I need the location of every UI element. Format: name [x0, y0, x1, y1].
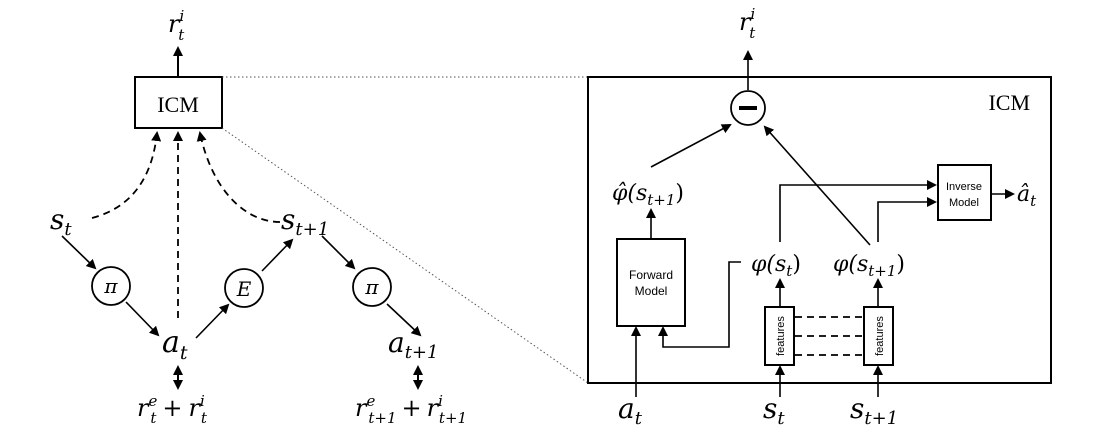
action-t1-label: at+1 [388, 326, 438, 363]
feature-st1-label: φ(st+1) [833, 252, 905, 280]
forward-model-label-2: Model [635, 284, 668, 298]
policy-node-1 [91, 266, 131, 306]
arrow-st-to-policy [61, 235, 97, 270]
state-t1-label: st+1 [281, 203, 329, 240]
arrow-phi-st-to-inverse [779, 180, 937, 242]
features-label-1: features [775, 316, 787, 356]
input-state-t-label: st [763, 392, 785, 429]
icm-box-label: ICM [157, 92, 199, 117]
arrow-phi-st-to-forward [658, 261, 741, 348]
arrow-env-to-st1 [261, 238, 294, 272]
icm-detail-title: ICM [988, 90, 1030, 115]
dashed-arrow-st1-to-icm [196, 131, 281, 223]
state-t-label: st [50, 203, 72, 240]
policy-symbol-1: π [103, 274, 118, 298]
icm-detail-frame [587, 76, 1052, 384]
predicted-feature-label: φ̂(st+1) [612, 181, 684, 209]
features-box-2 [863, 306, 894, 366]
action-t-label: at [162, 325, 188, 364]
icm-box [134, 76, 223, 129]
input-state-t1-label: st+1 [850, 392, 898, 429]
arrow-at-to-env [195, 303, 230, 339]
features-box-1 [764, 306, 795, 366]
predicted-action-label: ât [1017, 182, 1037, 210]
environment-symbol: E [236, 277, 252, 301]
inverse-model-label-1: Inverse [946, 181, 982, 193]
environment-node [224, 268, 264, 308]
arrow-phi-st1-to-subtract [763, 125, 871, 246]
arrow-policy-to-at [125, 301, 160, 337]
minus-icon [739, 106, 757, 110]
arrow-phi-st1-to-inverse [877, 197, 937, 242]
inverse-model-box [937, 164, 992, 221]
forward-model-box [616, 238, 686, 327]
arrow-policy-to-at1 [386, 303, 422, 337]
features-label-2: features [874, 316, 886, 356]
dashed-arrow-st-to-icm [91, 131, 162, 219]
inverse-model-label-2: Model [949, 197, 979, 209]
arrow-phihat-to-subtract [650, 124, 732, 168]
arrow-st1-to-policy [321, 235, 356, 270]
forward-model-label-1: Forward [629, 268, 673, 282]
policy-node-2 [352, 267, 392, 307]
feature-st-label: φ(st) [751, 252, 801, 280]
input-action-label: at [618, 392, 643, 429]
policy-symbol-2: π [364, 275, 379, 299]
